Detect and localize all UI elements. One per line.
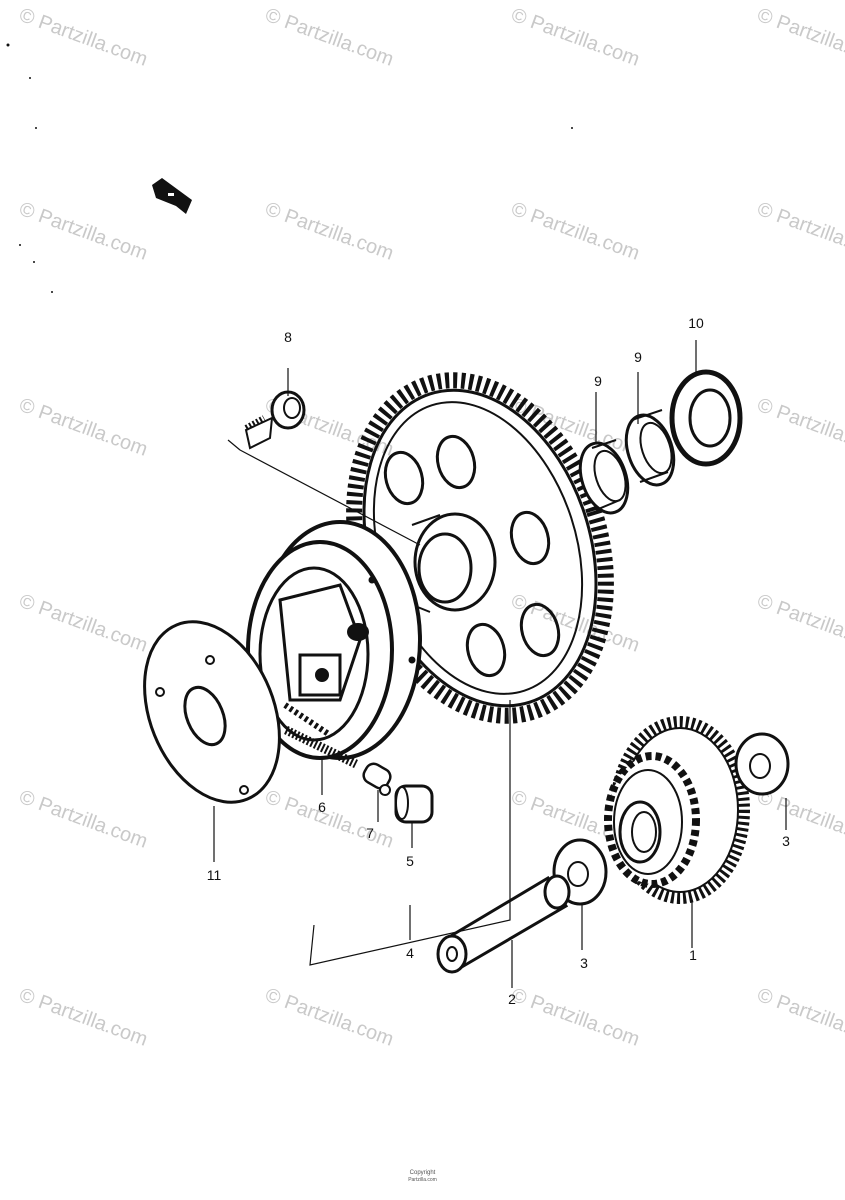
thrust-washer [669,369,743,467]
clutch-roller [394,784,434,824]
callout-9: 9 [594,373,602,389]
watermark-text: © Partzilla.com [508,984,642,1051]
watermark-layer: © Partzilla.com © Partzilla.com © Partzill… [16,4,845,1051]
watermark-text: © Partzilla.com [754,394,845,461]
callout-8: 8 [284,329,292,345]
watermark-text: © Partzilla.com [754,4,845,71]
watermark-text: © Partzilla.com [508,198,642,265]
callout-2: 2 [508,991,516,1007]
watermark-text: © Partzilla.com [16,394,150,461]
callout-3: 3 [580,955,588,971]
callout-11: 11 [207,867,222,883]
footer-copyright: Copyright [409,1170,436,1176]
watermark-text: © Partzilla.com [754,590,845,657]
callout-3: 3 [782,833,790,849]
watermark-text: © Partzilla.com [262,786,396,853]
roller-spring [284,725,358,769]
spring-cap [362,762,392,796]
needle-bearing [578,439,630,515]
callout-5: 5 [406,853,414,869]
callout-7: 7 [366,825,374,841]
watermark-text: © Partzilla.com [754,198,845,265]
needle-bearing [624,409,676,487]
clutch-plate [143,620,281,804]
reference-lines [213,340,787,988]
watermark-text: © Partzilla.com [16,590,150,657]
watermark-text: © Partzilla.com [16,4,150,71]
manufacturer-stamp [152,178,192,214]
watermark-text: © Partzilla.com [16,786,150,853]
watermark-text: © Partzilla.com [262,198,396,265]
callout-6: 6 [318,799,326,815]
watermark-text: © Partzilla.com [508,394,642,461]
watermark-text: © Partzilla.com [508,4,642,71]
starter-idle-gear [604,716,750,904]
idle-gear-shaft [436,874,571,974]
starter-clutch-housing [246,520,422,760]
watermark-text: © Partzilla.com [16,198,150,265]
callout-1: 1 [689,947,697,963]
callout-4: 4 [406,945,414,961]
watermark-text: © Partzilla.com [262,4,396,71]
clutch-bolt [244,390,306,450]
scan-specks [6,43,573,293]
callout-labels: 1 2 3 3 4 5 6 7 8 9 9 10 11 [207,315,790,1007]
callout-9: 9 [634,349,642,365]
watermark-text: © Partzilla.com [16,984,150,1051]
watermark-text: © Partzilla.com [754,786,845,853]
washer [734,732,790,796]
callout-10: 10 [688,315,704,331]
watermark-text: © Partzilla.com [262,984,396,1051]
footer-credit: Partzilla.com [408,1177,437,1183]
watermark-text: © Partzilla.com [754,984,845,1051]
